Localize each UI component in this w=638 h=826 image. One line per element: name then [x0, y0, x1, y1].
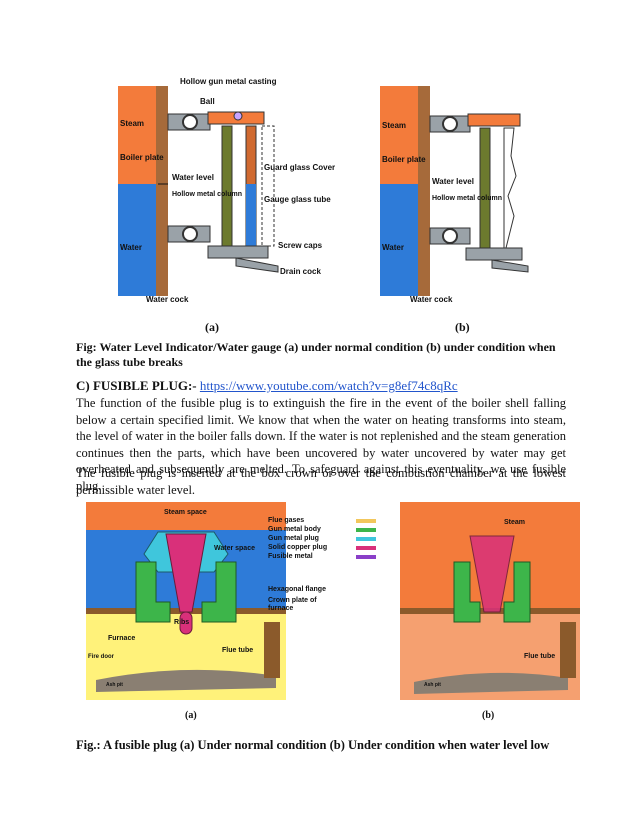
legend-swatch-fusible-metal — [356, 554, 376, 559]
figure-caption-fusible-plug: Fig.: A fusible plug (a) Under normal co… — [76, 738, 550, 752]
label-flue-tube-b: Flue tube — [524, 653, 555, 660]
water-region — [118, 184, 158, 296]
gun-metal-body-right-b — [503, 561, 531, 623]
drain-cock-icon — [235, 257, 279, 273]
legend-item: Flue gases — [268, 516, 376, 525]
label-water: Water — [120, 243, 142, 252]
ball-icon — [233, 111, 243, 121]
copper-plug-b — [469, 535, 515, 613]
legend-item: Gun metal body — [268, 525, 376, 534]
fusible-subfigure-b-label: (b) — [482, 710, 495, 721]
gauge-water — [246, 184, 256, 246]
label-hex-flange: Hexagonal flange — [268, 586, 326, 593]
label-hollow-column-b: Hollow metal column — [432, 195, 502, 202]
label-furnace: Furnace — [108, 635, 135, 642]
fusible-subfigure-a-label: (a) — [185, 710, 197, 721]
drain-cock-b-icon — [491, 259, 529, 273]
broken-tube — [503, 127, 517, 249]
label-water-level-b: Water level — [432, 177, 474, 186]
legend-swatch-solid-copper-plug — [356, 545, 376, 550]
label-guard-glass: Guard glass Cover — [264, 163, 335, 172]
legend-swatch-gun-metal-plug — [356, 536, 376, 541]
youtube-link[interactable]: https://www.youtube.com/watch?v=g8ef74c8… — [199, 378, 458, 393]
gun-metal-body-left — [135, 561, 171, 623]
legend-swatch-gun-metal-body — [356, 527, 376, 532]
label-hollow-casting: Hollow gun metal casting — [180, 77, 277, 86]
water-region-b — [380, 184, 420, 296]
label-boiler-plate-b: Boiler plate — [382, 155, 426, 164]
boiler-plate — [156, 86, 168, 296]
gun-metal-body-left-b — [453, 561, 481, 623]
boiler-plate-b — [418, 86, 430, 296]
gun-metal-body-right — [201, 561, 237, 623]
label-gauge-tube: Gauge glass tube — [264, 195, 331, 204]
heading-text: C) FUSIBLE PLUG:- — [76, 378, 200, 393]
hollow-casting-b — [467, 113, 521, 127]
lower-casting — [207, 245, 269, 259]
legend-item: Solid copper plug — [268, 543, 376, 552]
paragraph-location: The fusible plug is inserted at the box … — [76, 466, 566, 497]
flue-tube-b-icon — [560, 622, 576, 678]
fusible-plug-legend: Flue gases Gun metal body Gun metal plug… — [268, 516, 376, 561]
legend-item: Gun metal plug — [268, 534, 376, 543]
guard-glass-cover — [261, 125, 275, 247]
label-water-space: Water space — [214, 545, 255, 552]
water-gauge-figure-a: Hollow gun metal casting Ball Steam Boil… — [118, 77, 335, 304]
water-cock-icon — [182, 226, 198, 242]
paragraph-function: The function of the fusible plug is to e… — [76, 396, 566, 493]
grate — [96, 669, 276, 692]
figure-caption-water-gauge: Fig: Water Level Indicator/Water gauge (… — [76, 340, 556, 369]
label-ribs: Ribs — [174, 619, 189, 626]
water-cock-b-icon — [442, 228, 458, 244]
flue-tube-icon — [264, 622, 280, 678]
label-steam-b: Steam — [382, 121, 406, 130]
water-gauge-figure-b: Steam Boiler plate Water level Hollow me… — [380, 86, 529, 304]
label-drain-cock: Drain cock — [280, 267, 321, 276]
label-flue-tube: Flue tube — [222, 647, 253, 654]
label-ash-pit: Ash pit — [106, 682, 123, 688]
label-water-cock-b: Water cock — [410, 295, 453, 304]
steam-cock-icon — [182, 114, 198, 130]
label-ash-pit-b: Ash pit — [424, 682, 441, 688]
label-fire-door: Fire door — [88, 654, 115, 660]
lower-casting-b — [465, 247, 523, 261]
legend-swatch-flue-gases — [356, 518, 376, 523]
label-water-level: Water level — [172, 173, 214, 182]
label-screw-caps: Screw caps — [278, 241, 323, 250]
label-hollow-column: Hollow metal column — [172, 191, 242, 198]
label-steam-b2: Steam — [504, 519, 525, 526]
hollow-metal-column — [221, 125, 233, 247]
hollow-column-b — [479, 127, 491, 249]
grate-b — [414, 672, 568, 694]
label-steam: Steam — [120, 119, 144, 128]
label-ball: Ball — [200, 97, 215, 106]
label-water-cock: Water cock — [146, 295, 189, 304]
steam-cock-b-icon — [442, 116, 458, 132]
subfigure-b-label: (b) — [455, 320, 470, 334]
section-heading: C) FUSIBLE PLUG:- https://www.youtube.co… — [76, 378, 458, 394]
label-water-b: Water — [382, 243, 404, 252]
fusible-plug-figure-a: Steam space Water space Ribs Furnace Flu… — [86, 502, 286, 700]
label-boiler-plate: Boiler plate — [120, 153, 164, 162]
label-crown-plate: Crown plate of furnace — [268, 597, 317, 612]
fusible-plug-figure-b: Steam Flue tube Ash pit — [400, 502, 580, 700]
subfigure-a-label: (a) — [205, 320, 219, 334]
label-steam-space: Steam space — [164, 509, 207, 516]
legend-item: Fusible metal — [268, 552, 376, 561]
solid-copper-plug — [165, 533, 207, 613]
steam-space-region — [86, 502, 286, 530]
fusible-metal — [179, 611, 193, 635]
